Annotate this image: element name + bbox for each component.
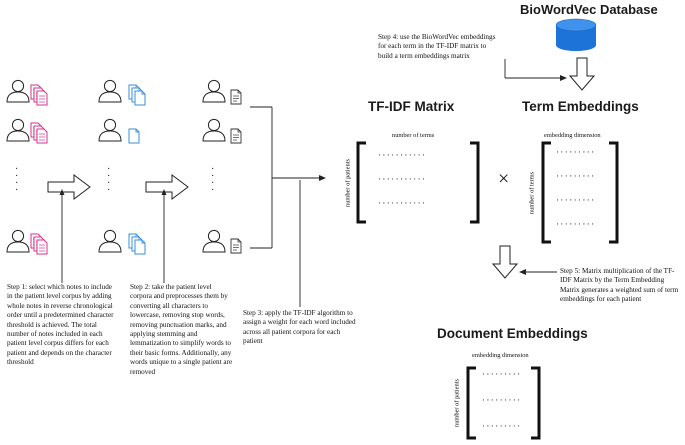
matrix-row: ········· bbox=[482, 369, 522, 379]
user-icon bbox=[98, 118, 122, 142]
user-icon bbox=[202, 229, 226, 253]
tfidf-row-label: number of patients bbox=[344, 159, 352, 207]
user-icon bbox=[202, 118, 226, 142]
user-icon bbox=[98, 229, 122, 253]
user-icon bbox=[6, 79, 30, 103]
user-icon bbox=[202, 79, 226, 103]
step1-connector-head bbox=[59, 189, 65, 195]
term-embeddings-title: Term Embeddings bbox=[522, 99, 639, 114]
single-note-icon bbox=[128, 128, 140, 144]
document-icon bbox=[230, 128, 242, 144]
matrix-row: ········· bbox=[482, 421, 522, 431]
patient-row-n bbox=[98, 229, 145, 254]
arrow-icon bbox=[569, 57, 595, 91]
term-right-bracket bbox=[609, 141, 619, 244]
matrix-row: ··········· bbox=[378, 198, 427, 208]
step2-connector-head bbox=[161, 189, 167, 195]
stacked-notes-icon bbox=[129, 85, 145, 105]
document-embeddings-title: Document Embeddings bbox=[437, 326, 588, 341]
matrix-row: ········· bbox=[556, 147, 596, 157]
step2-text: Step 2: take the patient level corpora a… bbox=[130, 283, 233, 376]
tfidf-column-label: number of terms bbox=[392, 132, 435, 139]
term-column-label: embedding dimension bbox=[544, 132, 601, 139]
doc-left-bracket bbox=[466, 366, 476, 440]
database-title: BioWordVec Database bbox=[520, 2, 658, 17]
stacked-notes-icon bbox=[31, 85, 47, 105]
step5-text: Step 5: Matrix multiplication of the TF-… bbox=[560, 267, 679, 304]
patient-row-n bbox=[202, 229, 242, 254]
patient-row-1 bbox=[202, 79, 242, 105]
arrow-icon bbox=[492, 245, 518, 279]
arrow-icon bbox=[145, 174, 189, 200]
matrix-row: ········· bbox=[556, 171, 596, 181]
doc-right-bracket bbox=[531, 366, 541, 440]
step4-arrowhead bbox=[560, 75, 567, 81]
user-icon bbox=[98, 79, 122, 103]
stacked-notes-icon bbox=[31, 123, 47, 143]
term-left-bracket bbox=[541, 141, 551, 244]
tfidf-right-bracket bbox=[470, 141, 480, 224]
document-icon bbox=[230, 238, 242, 254]
patient-row-1 bbox=[6, 79, 47, 105]
matrix-row: ··········· bbox=[378, 150, 427, 160]
vertical-ellipsis: · · · · bbox=[107, 164, 112, 196]
step5-arrowhead bbox=[519, 269, 526, 275]
matrix-row: ··········· bbox=[378, 174, 427, 184]
patient-row-2 bbox=[202, 118, 242, 144]
term-row-label: number of terms bbox=[528, 171, 536, 215]
patient-row-n bbox=[6, 229, 47, 254]
tfidf-title: TF-IDF Matrix bbox=[368, 99, 455, 114]
stacked-notes-icon bbox=[129, 234, 145, 254]
step4-text: Step 4: use the BioWordVec embeddings fo… bbox=[378, 33, 496, 60]
document-column-label: embedding dimension bbox=[472, 352, 529, 359]
stacked-notes-icon bbox=[31, 234, 47, 254]
merge-arrowhead bbox=[319, 175, 326, 181]
vertical-ellipsis: · · · · bbox=[211, 164, 216, 196]
user-icon bbox=[6, 118, 30, 142]
patient-row-2 bbox=[6, 118, 47, 143]
database-icon bbox=[555, 18, 597, 51]
matrix-row: ········· bbox=[482, 395, 522, 405]
step3-text: Step 3: apply the TF-IDF algorithm to as… bbox=[243, 309, 356, 346]
arrow-icon bbox=[47, 174, 91, 200]
document-icon bbox=[230, 89, 242, 105]
vertical-ellipsis: · · · · bbox=[15, 164, 20, 196]
matrix-row: ········· bbox=[556, 195, 596, 205]
step1-text: Step 1: select which notes to include in… bbox=[7, 283, 114, 367]
user-icon bbox=[6, 229, 30, 253]
patient-row-2 bbox=[98, 118, 140, 144]
multiply-symbol: × bbox=[498, 168, 510, 190]
tfidf-left-bracket bbox=[356, 141, 366, 224]
patient-row-1 bbox=[98, 79, 145, 105]
matrix-row: ········· bbox=[556, 219, 596, 229]
document-row-label: number of patients bbox=[453, 379, 461, 427]
